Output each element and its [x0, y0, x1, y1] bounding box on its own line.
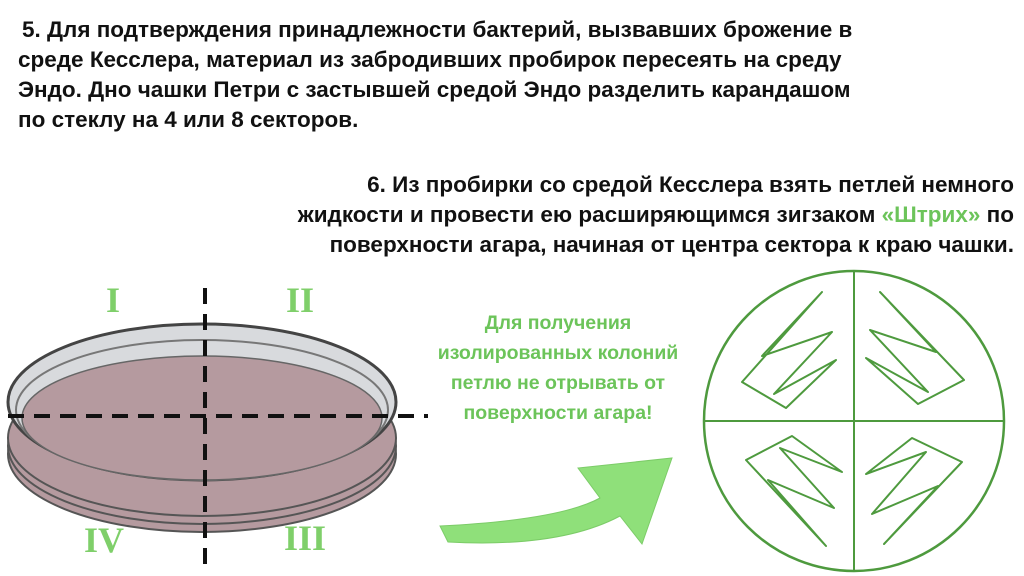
step-5-line: среде Кесслера, материал из забродивших … [18, 47, 842, 72]
streak-sector-2 [865, 291, 965, 405]
note-line: петлю не отрывать от [450, 372, 666, 394]
step-6-line: жидкости и провести ею расширяющимся зиг… [154, 200, 1014, 230]
step-6-text-part: жидкости и провести ею расширяющимся зиг… [297, 202, 882, 227]
curved-arrow-icon [439, 457, 673, 546]
step-5-line: Эндо. Дно чашки Петри с застывшей средой… [18, 77, 851, 102]
streaked-plate [702, 269, 1006, 573]
streak-sector-3 [865, 437, 963, 545]
step-5-text: 5. Для подтверждения принадлежности бакт… [18, 15, 1008, 135]
step-6-line: поверхности агара, начиная от центра сек… [329, 232, 1014, 257]
sector-label-4: IV [84, 520, 125, 560]
note-line: изолированных колоний [437, 342, 679, 364]
sector-label-3: III [284, 518, 327, 558]
sector-label-2: II [286, 280, 315, 320]
streak-sector-1 [741, 291, 837, 409]
note-line: поверхности агара! [463, 402, 653, 424]
petri-dish [6, 322, 398, 533]
step-6-line: 6. Из пробирки со средой Кесслера взять … [367, 172, 1014, 197]
step-6-text-part: по [980, 202, 1014, 227]
step-6-text: 6. Из пробирки со средой Кесслера взять … [154, 170, 1014, 260]
step-5-line: 5. Для подтверждения принадлежности бакт… [22, 17, 853, 42]
streak-sector-4 [745, 435, 843, 547]
sector-label-1: I [106, 280, 121, 320]
note-line: Для получения [484, 312, 632, 334]
streak-method-highlight: «Штрих» [881, 202, 981, 227]
isolated-colonies-note: Для получения изолированных колоний петл… [398, 308, 718, 428]
step-5-line: по стеклу на 4 или 8 секторов. [18, 107, 359, 132]
